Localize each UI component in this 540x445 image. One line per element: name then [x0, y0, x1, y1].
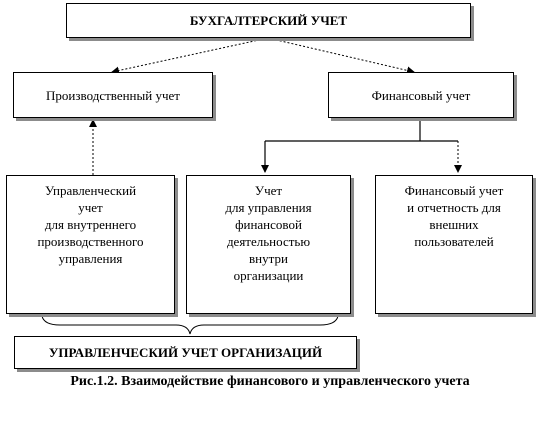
financial-accounting-box: Финансовый учет	[328, 72, 514, 118]
arrow-to-production	[111, 37, 269, 75]
figure-caption: Рис.1.2. Взаимодействие финансового и уп…	[70, 374, 470, 389]
arrow-to-financial	[267, 37, 415, 75]
production-accounting-box: Производственный учет	[13, 72, 213, 118]
brace	[41, 315, 339, 335]
external-reporting-box: Финансовый учет и отчетность для внешних…	[375, 175, 533, 314]
organization-management-accounting-box: УПРАВЛЕНЧЕСКИЙ УЧЕТ ОРГАНИЗАЦИЙ	[14, 336, 357, 369]
org-management-accounting-box: Учет для управления финансовой деятельно…	[186, 175, 351, 314]
management-accounting-box: Управленческий учет для внутреннего прои…	[6, 175, 175, 314]
accounting-title-box: БУХГАЛТЕРСКИЙ УЧЕТ	[66, 3, 471, 38]
